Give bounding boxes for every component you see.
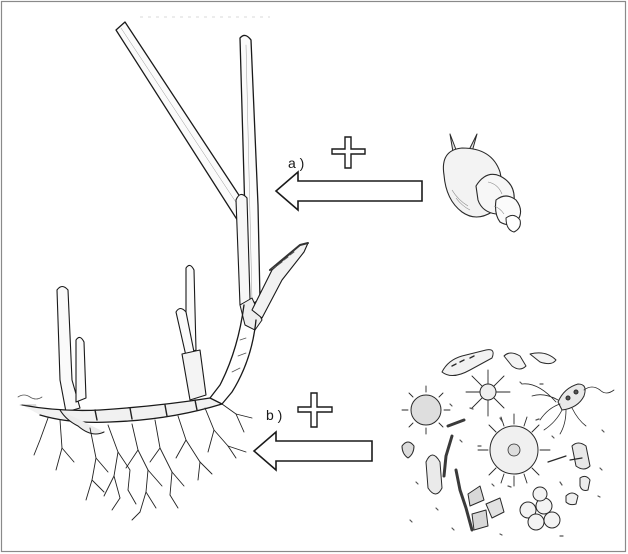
label-b: b ) (266, 407, 282, 423)
label-a: a ) (288, 155, 304, 171)
